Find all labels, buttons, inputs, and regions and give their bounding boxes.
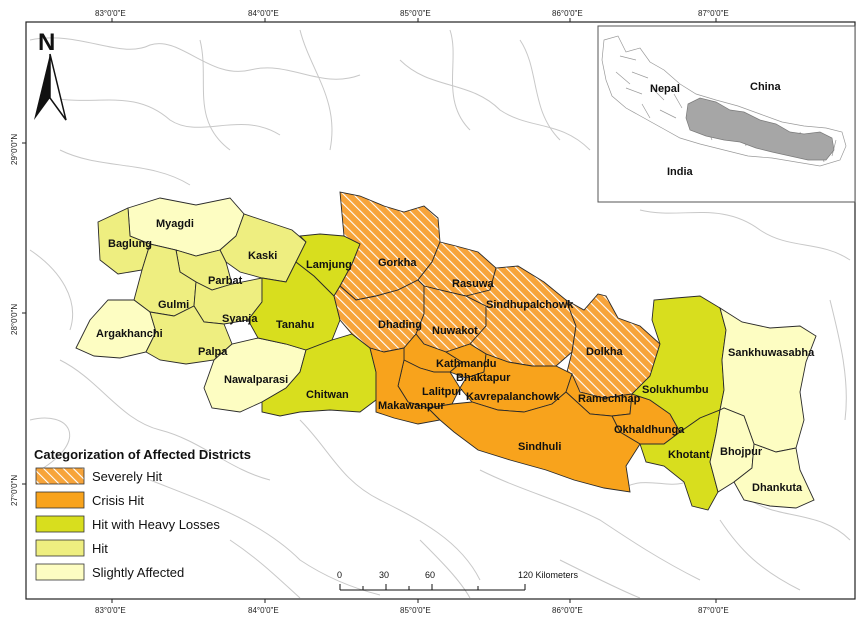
label-dhankuta: Dhankuta [752, 482, 803, 494]
label-ramechhap: Ramechhap [578, 393, 641, 405]
north-arrow-left-icon [34, 54, 50, 120]
label-dolkha: Dolkha [586, 346, 624, 358]
label-chitwan: Chitwan [306, 389, 349, 401]
label-argakhanchi: Argakhanchi [96, 328, 163, 340]
label-rasuwa: Rasuwa [452, 278, 494, 290]
tick-bottom-86: 86°0'0"E [552, 606, 583, 615]
label-kavrepalanchowk: Kavrepalanchowk [466, 391, 560, 403]
north-arrow: N [34, 29, 67, 121]
label-sindhuli: Sindhuli [518, 441, 561, 453]
scale-label-120: 120 Kilometers [518, 570, 579, 580]
label-palpa: Palpa [198, 346, 228, 358]
legend-swatch-severely [35, 467, 85, 485]
inset-map: Nepal China India [597, 25, 856, 203]
label-parbat: Parbat [208, 275, 243, 287]
label-lamjung: Lamjung [306, 259, 352, 271]
district-sindhupalchowk [464, 265, 577, 367]
tick-left-27: 27°0'0"N [10, 475, 19, 506]
left-ticks: 29°0'0"N 28°0'0"N 27°0'0"N [10, 134, 26, 506]
legend-label-hit: Hit [92, 541, 108, 556]
label-gulmi: Gulmi [158, 299, 189, 311]
tick-bottom-87: 87°0'0"E [698, 606, 729, 615]
label-baglung: Baglung [108, 238, 152, 250]
label-tanahu: Tanahu [276, 319, 314, 331]
tick-top-87: 87°0'0"E [698, 9, 729, 18]
legend-label-slightly: Slightly Affected [92, 565, 184, 580]
background-boundaries [29, 29, 851, 599]
legend-label-crisis: Crisis Hit [92, 493, 144, 508]
top-ticks: 83°0'0"E 84°0'0"E 85°0'0"E 86°0'0"E 87°0… [95, 9, 729, 22]
label-gorkha: Gorkha [378, 257, 417, 269]
north-label: N [38, 29, 55, 56]
label-kathmandu: Kathmandu [436, 358, 497, 370]
inset-india-label: India [667, 166, 694, 178]
label-sindhupalchowk: Sindhupalchowk [486, 299, 574, 311]
tick-left-28: 28°0'0"N [10, 304, 19, 335]
label-okhaldhunga: Okhaldhunga [614, 424, 685, 436]
district-sindhuli [427, 391, 641, 493]
label-khotang: Khotant [668, 449, 710, 461]
label-syanja: Syanja [222, 313, 258, 325]
districts-layer [75, 191, 817, 511]
inset-china-label: China [750, 81, 781, 93]
legend-title: Categorization of Affected Districts [34, 447, 251, 462]
tick-top-83: 83°0'0"E [95, 9, 126, 18]
tick-bottom-84: 84°0'0"E [248, 606, 279, 615]
label-sankhuwasabha: Sankhuwasabha [728, 347, 815, 359]
label-lalitpur: Lalitpur [422, 386, 463, 398]
scale-bar: 0 30 60 120 Kilometers [337, 570, 579, 591]
label-nawalparasi: Nawalparasi [224, 374, 288, 386]
district-labels: Myagdi Baglung Kaski Lamjung Gorkha Rasu… [96, 218, 815, 494]
bottom-ticks: 83°0'0"E 84°0'0"E 85°0'0"E 86°0'0"E 87°0… [95, 599, 729, 615]
legend-label-heavy: Hit with Heavy Losses [92, 517, 220, 532]
inset-nepal-label: Nepal [650, 83, 680, 95]
district-dhankuta [733, 443, 815, 509]
label-dhading: Dhading [378, 319, 422, 331]
tick-top-85: 85°0'0"E [400, 9, 431, 18]
tick-top-86: 86°0'0"E [552, 9, 583, 18]
scale-label-60: 60 [425, 570, 435, 580]
label-kaski: Kaski [248, 250, 277, 262]
tick-top-84: 84°0'0"E [248, 9, 279, 18]
label-solukhumbu: Solukhumbu [642, 384, 709, 396]
label-nuwakot: Nuwakot [432, 325, 478, 337]
legend-swatch-slightly [35, 563, 85, 581]
north-arrow-right-icon [49, 53, 67, 121]
legend-label-severely: Severely Hit [92, 469, 162, 484]
tick-bottom-85: 85°0'0"E [400, 606, 431, 615]
legend-swatch-crisis [35, 491, 85, 509]
label-bhaktapur: Bhaktapur [456, 372, 511, 384]
scale-label-30: 30 [379, 570, 389, 580]
label-bhojpur: Bhojpur [720, 446, 763, 458]
inset-affected-region [685, 97, 835, 161]
tick-left-29: 29°0'0"N [10, 134, 19, 165]
label-makawanpur: Makawanpur [378, 400, 445, 412]
legend-swatch-hit [35, 539, 85, 557]
tick-bottom-83: 83°0'0"E [95, 606, 126, 615]
legend: Categorization of Affected Districts Sev… [34, 447, 251, 581]
legend-swatch-heavy [35, 515, 85, 533]
label-myagdi: Myagdi [156, 218, 194, 230]
scale-label-0: 0 [337, 570, 342, 580]
